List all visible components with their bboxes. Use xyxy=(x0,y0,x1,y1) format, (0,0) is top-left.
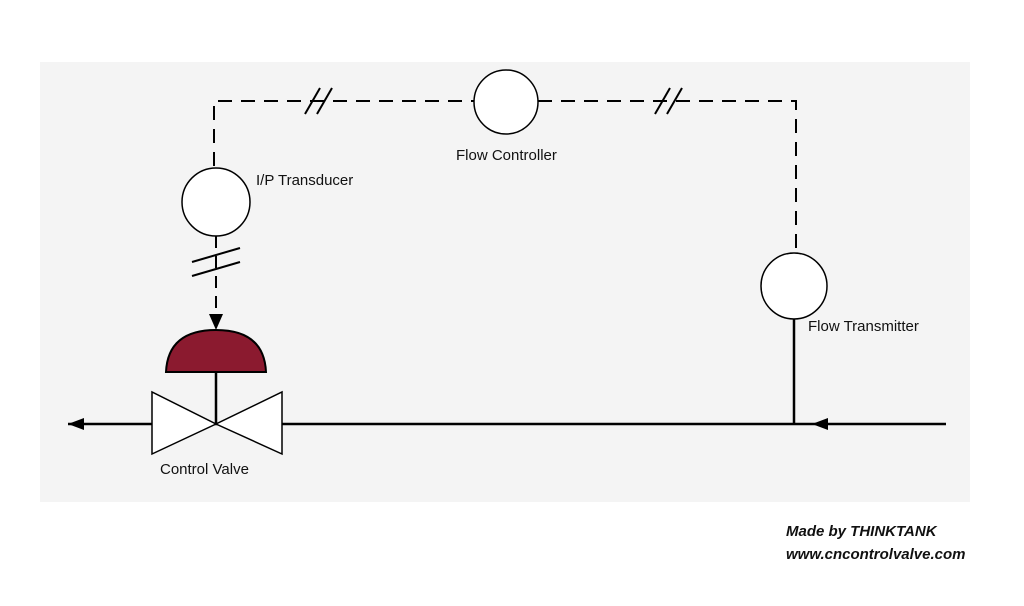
credit-website: www.cncontrolvalve.com xyxy=(786,546,966,563)
signal-line-right xyxy=(538,100,797,250)
valve-actuator xyxy=(164,328,268,373)
valve-body-right xyxy=(214,390,283,456)
flow-transmitter-label: Flow Transmitter xyxy=(808,318,919,335)
flow-transmitter-bubble xyxy=(760,252,828,320)
control-valve-label: Control Valve xyxy=(160,461,249,478)
pneumatic-signal-marks xyxy=(191,247,241,277)
flow-controller-label: Flow Controller xyxy=(456,147,557,164)
credit-author: Made by THINKTANK xyxy=(786,523,937,540)
signal-line-left xyxy=(213,100,474,166)
inlet-arrow xyxy=(812,418,828,430)
outlet-arrow xyxy=(68,418,84,430)
pneumatic-signal-arrow xyxy=(209,314,223,330)
valve-body-left xyxy=(151,390,218,456)
ip-transducer-bubble xyxy=(181,167,251,237)
electric-signal-marks-right xyxy=(654,87,683,115)
flow-controller-bubble xyxy=(473,69,539,135)
electric-signal-marks-left xyxy=(304,87,333,115)
ip-transducer-label: I/P Transducer xyxy=(256,172,354,189)
